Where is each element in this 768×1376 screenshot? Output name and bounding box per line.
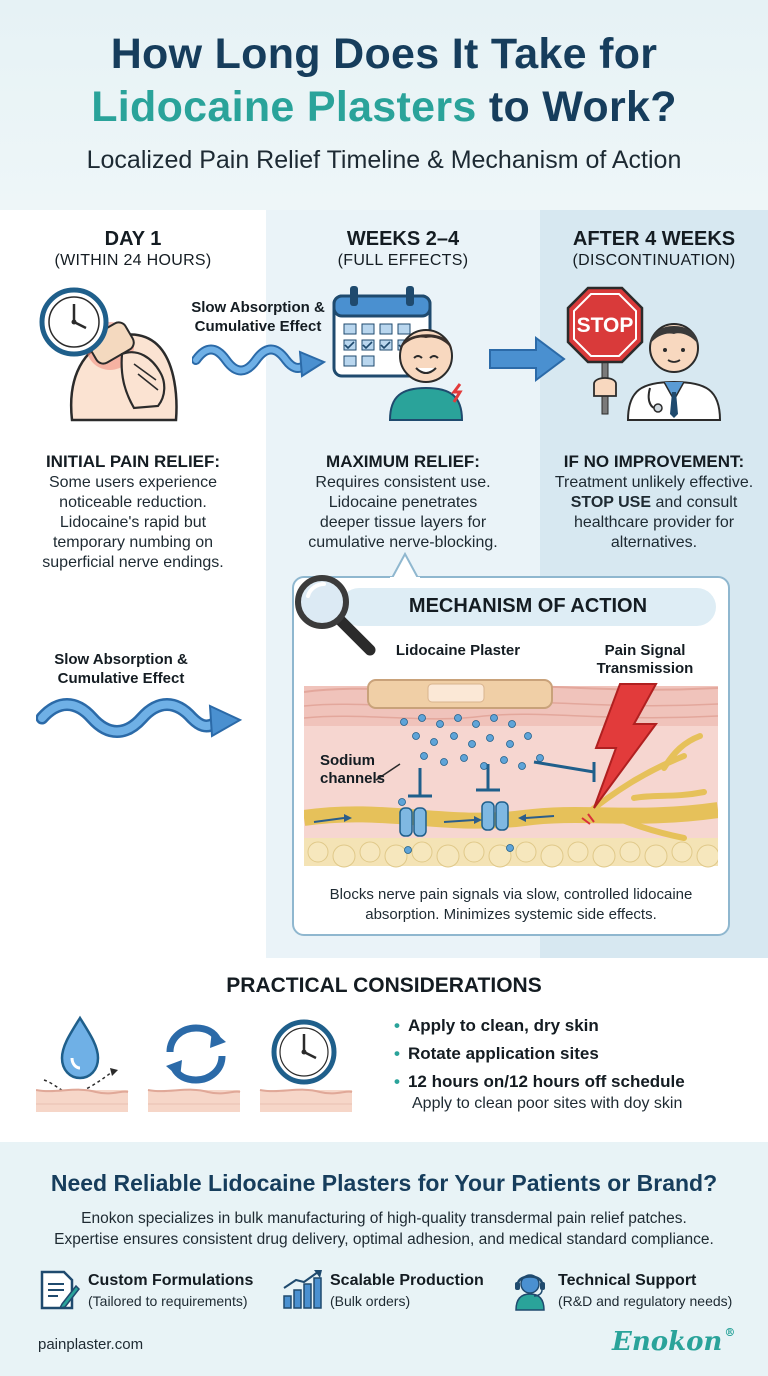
stage2-body: Requires consistent use. Lidocaine penet… (276, 473, 530, 553)
plaster-label: Lidocaine Plaster (395, 642, 521, 659)
feature-subtitle: (Bulk orders) (330, 1293, 411, 1309)
practical-bullet-text: 12 hours on/12 hours off schedule (407, 1072, 685, 1091)
stage2-body-line: Lidocaine penetrates (328, 494, 478, 511)
mechanism-title: MECHANISM OF ACTION (408, 595, 648, 617)
stage1-body-line: superficial nerve endings. (42, 554, 224, 571)
feature-title: Custom Formulations (88, 1272, 254, 1289)
skin-cross-section-diagram (304, 679, 718, 868)
practical-note: Apply to clean poor sites with doy skin (412, 1095, 683, 1112)
stage2-subtitle: (FULL EFFECTS) (337, 252, 469, 269)
stage3-body-line: alternatives. (610, 534, 698, 551)
sodium-channels-label-line: channels (320, 770, 386, 787)
practical-bullet-text: Rotate application sites (407, 1044, 599, 1063)
absorption-label-line: Cumulative Effect (194, 318, 322, 335)
feature-subtitle: (Tailored to requirements) (88, 1293, 248, 1309)
brand-logo: Enokon® (612, 1326, 735, 1357)
magnifier-icon (295, 575, 376, 656)
cta-section (0, 1142, 768, 1376)
feature-title: Technical Support (558, 1272, 697, 1289)
stage1-title: DAY 1 (104, 228, 162, 250)
pain-signal-label: Pain Signal Transmission (570, 642, 720, 678)
bar-chart-growth-icon (283, 1270, 322, 1309)
stage1-body-line: noticeable reduction. (59, 494, 207, 511)
stage1-body-line: temporary numbing on (52, 534, 214, 551)
page-title-line2: Lidocaine Plasters to Work? (0, 83, 768, 132)
registered-mark: ® (724, 1326, 736, 1339)
practical-bullet-text: Apply to clean, dry skin (407, 1016, 599, 1035)
stage2-body-line: cumulative nerve-blocking. (308, 534, 498, 551)
stop-use-emphasis: STOP USE (570, 494, 652, 511)
document-pen-icon (40, 1270, 80, 1310)
practical-bullet: • Apply to clean, dry skin (394, 1016, 599, 1036)
stage3-body: Treatment unlikely effective. STOP USE a… (540, 473, 768, 553)
cta-title: Need Reliable Lidocaine Plasters for You… (50, 1170, 718, 1196)
page-subtitle: Localized Pain Relief Timeline & Mechani… (86, 146, 682, 174)
mechanism-caption: Blocks nerve pain signals via slow, cont… (300, 885, 722, 925)
bullet-dot: • (394, 1072, 400, 1091)
doctor-stop-icon: STOP (566, 286, 722, 421)
wavy-arrow-icon (192, 344, 327, 378)
absorption-label-line: Slow Absorption & (191, 299, 325, 316)
feature-title: Scalable Production (330, 1272, 484, 1289)
stage1-body: Some users experience noticeable reducti… (10, 473, 256, 573)
stage3-body-text: and consult (651, 494, 738, 511)
practical-title: PRACTICAL CONSIDERATIONS (226, 974, 542, 997)
absorption-label-side: Slow Absorption & Cumulative Effect (30, 650, 212, 688)
cta-body-line: Expertise ensures consistent drug delive… (54, 1231, 714, 1248)
cta-body: Enokon specializes in bulk manufacturing… (20, 1208, 748, 1250)
mechanism-caption-line: Blocks nerve pain signals via slow, cont… (329, 886, 693, 903)
stage2-body-line: Requires consistent use. (315, 474, 491, 491)
page-title-line1: How Long Does It Take for (110, 30, 658, 78)
stage2-title: WEEKS 2–4 (346, 228, 460, 250)
right-arrow-icon (489, 336, 566, 382)
shoulder-patch-icon (39, 287, 178, 422)
pain-signal-label-line: Pain Signal (604, 642, 686, 659)
stage3-heading: IF NO IMPROVEMENT: (563, 452, 745, 471)
title-line2-rest: to Work? (476, 83, 677, 131)
pain-signal-label-line: Transmission (596, 660, 694, 677)
brand-name: Enokon (612, 1327, 723, 1357)
stage2-heading: MAXIMUM RELIEF: (326, 452, 480, 471)
bullet-dot: • (394, 1016, 400, 1035)
stage3-subtitle: (DISCONTINUATION) (572, 252, 736, 269)
sodium-channels-label-line: Sodium (320, 752, 375, 769)
stage1-body-line: Lidocaine's rapid but (59, 514, 207, 531)
practical-bullet: • 12 hours on/12 hours off schedule (394, 1072, 685, 1092)
sodium-channels-label: Sodium channels (320, 752, 400, 788)
headset-support-icon (515, 1274, 545, 1311)
practical-bullet: • Rotate application sites (394, 1044, 599, 1064)
stage2-body-line: deeper tissue layers for (319, 514, 487, 531)
stage3-body-line: healthcare provider for (573, 514, 735, 531)
stage3-title: AFTER 4 WEEKS (572, 228, 736, 250)
header-banner (0, 0, 768, 210)
website-link[interactable]: painplaster.com (38, 1336, 144, 1353)
mechanism-title-bar (340, 588, 716, 626)
wavy-arrow-icon (36, 698, 243, 738)
clock-skin-icon (259, 1019, 353, 1112)
mechanism-caption-line: absorption. Minimizes systemic side effe… (365, 906, 657, 923)
stage3-body-line: STOP USE and consult (540, 493, 768, 513)
absorption-label-line: Cumulative Effect (57, 670, 185, 687)
calendar-person-icon (332, 286, 464, 421)
absorption-label-line: Slow Absorption & (54, 651, 188, 668)
stop-sign-text: STOP (577, 314, 634, 337)
bullet-dot: • (394, 1044, 400, 1063)
rotate-arrows-skin-icon (147, 1024, 241, 1112)
title-highlight: Lidocaine Plasters (91, 83, 477, 131)
cta-body-line: Enokon specializes in bulk manufacturing… (81, 1210, 687, 1227)
feature-subtitle: (R&D and regulatory needs) (558, 1293, 733, 1309)
stage3-body-line: Treatment unlikely effective. (554, 474, 754, 491)
stage1-heading: INITIAL PAIN RELIEF: (45, 452, 221, 471)
callout-pointer (390, 551, 420, 580)
stage1-body-line: Some users experience (48, 474, 218, 491)
absorption-label-top: Slow Absorption & Cumulative Effect (188, 298, 328, 336)
stage1-subtitle: (WITHIN 24 HOURS) (54, 252, 212, 269)
water-drop-skin-icon (36, 1015, 129, 1112)
